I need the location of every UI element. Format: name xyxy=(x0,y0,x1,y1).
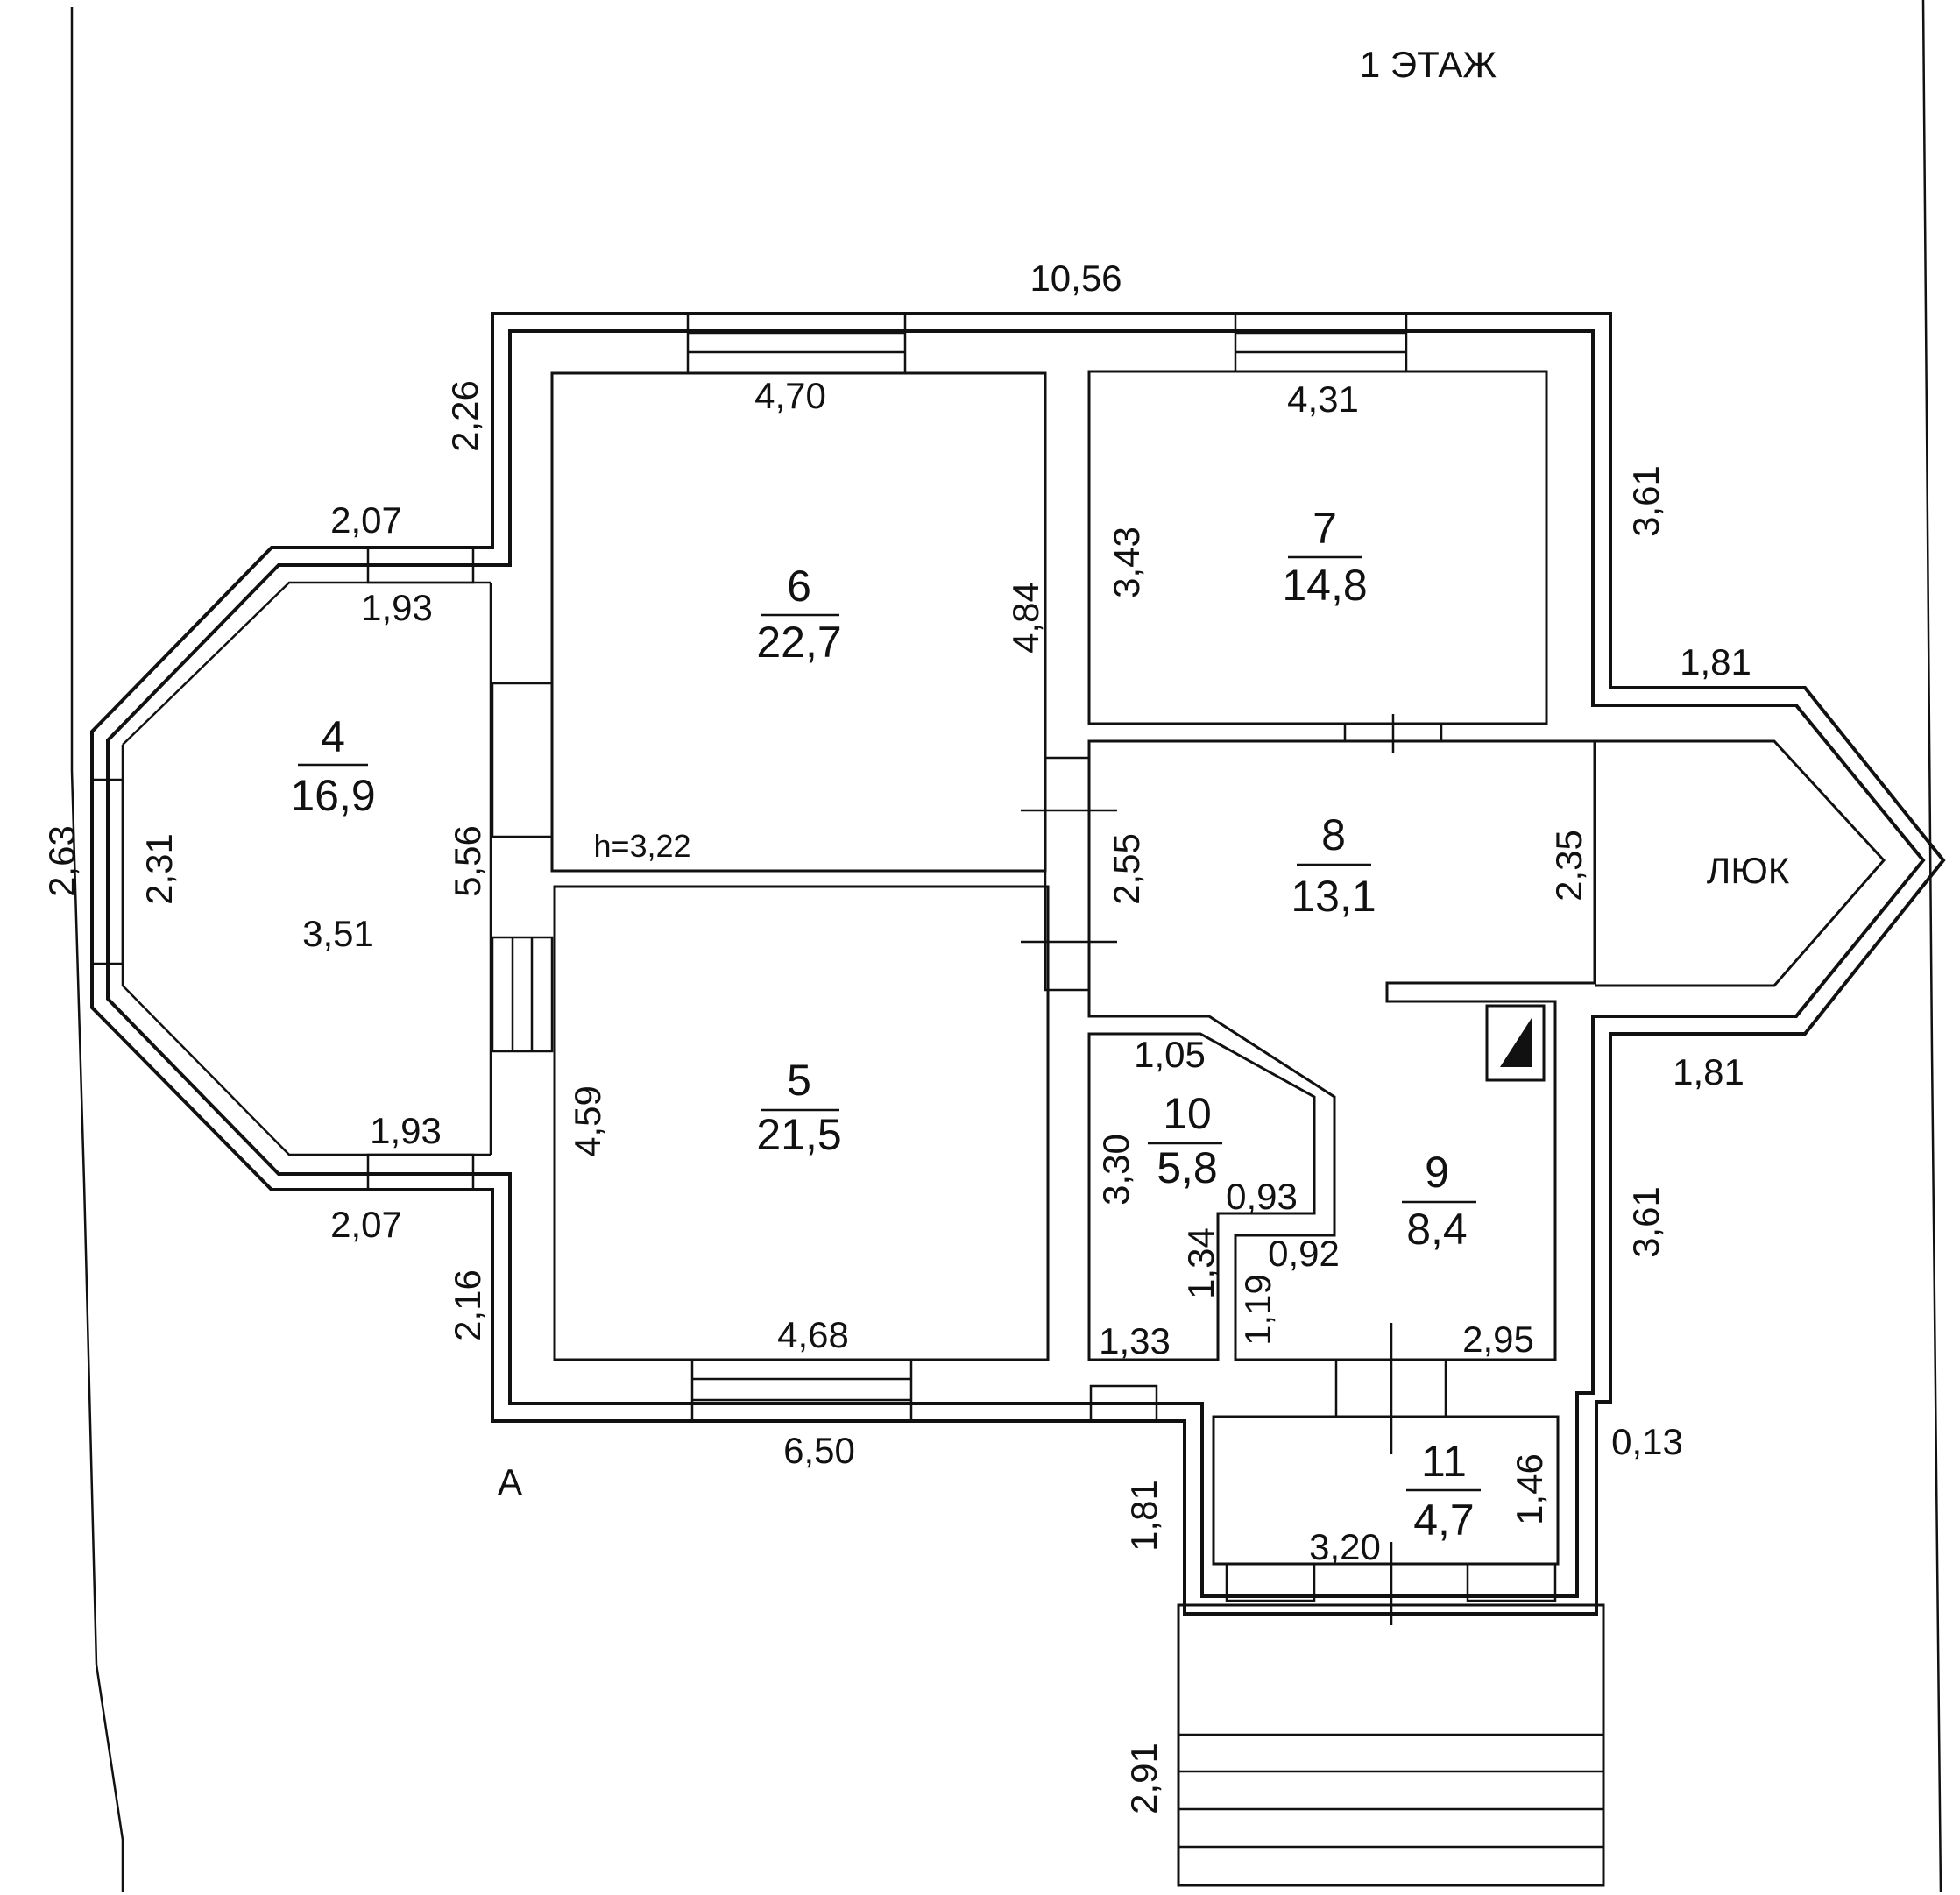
room-7-number: 7 xyxy=(1313,504,1337,553)
room-11-area: 4,7 xyxy=(1413,1495,1475,1545)
room-11-outline xyxy=(1212,1415,1560,1566)
dim-center-wall: 5,56 xyxy=(447,825,488,897)
room-6-area: 22,7 xyxy=(756,618,841,667)
dim-bottom-left: 6,50 xyxy=(783,1430,855,1471)
dim-r10-inner: 1,34 xyxy=(1180,1227,1221,1299)
hatch-outline xyxy=(1595,739,1886,987)
room-6-number: 6 xyxy=(787,562,811,611)
dim-hatch-bottom: 1,81 xyxy=(1673,1051,1744,1092)
dim-r11-bottom: 3,20 xyxy=(1309,1526,1381,1567)
dim-r10-step-b: 0,92 xyxy=(1268,1233,1340,1274)
dim-left-upper: 2,26 xyxy=(444,380,485,452)
dim-r6-top: 4,70 xyxy=(754,375,826,416)
dimension-labels-vertical: 2,26 4,84 3,43 3,61 2,63 2,31 5,56 2,55 … xyxy=(41,380,1666,1814)
dim-r7-left: 3,43 xyxy=(1106,527,1147,598)
dim-bay-top-outer: 2,07 xyxy=(330,499,402,541)
dim-bay-top-inner: 1,93 xyxy=(361,587,433,628)
dim-top-total: 10,56 xyxy=(1030,258,1122,299)
dimension-labels: 10,56 4,70 4,31 2,07 1,93 1,81 3,51 1,81… xyxy=(302,258,1751,1567)
dim-r10-top: 1,05 xyxy=(1134,1034,1206,1075)
dim-r9-left: 1,19 xyxy=(1237,1274,1278,1346)
room-4-number: 4 xyxy=(321,712,345,761)
dim-left-outer: 2,63 xyxy=(41,825,82,897)
room-5-number: 5 xyxy=(787,1056,811,1105)
dim-porch-stairs: 2,91 xyxy=(1123,1743,1164,1814)
floor-title: 1 ЭТАЖ xyxy=(1360,44,1497,85)
dim-bay-bot-outer: 2,07 xyxy=(330,1204,402,1245)
dim-r10-bottom: 1,33 xyxy=(1099,1320,1171,1361)
dim-hatch-top: 1,81 xyxy=(1680,641,1751,682)
room-8-area: 13,1 xyxy=(1291,872,1376,921)
room-labels: 4 16,9 6 22,7 7 14,8 5 21,5 8 13,1 9 8,4… xyxy=(290,504,1789,1545)
dim-bay-left: 2,31 xyxy=(138,833,180,905)
stove xyxy=(1485,1004,1546,1082)
room-11-number: 11 xyxy=(1421,1437,1467,1486)
hatch-label: ЛЮК xyxy=(1707,850,1790,891)
room-9-number: 9 xyxy=(1425,1148,1449,1197)
room-8-number: 8 xyxy=(1321,810,1346,859)
dim-r6-right: 4,84 xyxy=(1005,582,1046,654)
dim-offset: 0,13 xyxy=(1611,1421,1683,1462)
dim-r9-bottom: 2,95 xyxy=(1462,1319,1534,1360)
letter-a: А xyxy=(498,1461,522,1503)
dim-r5-bottom: 4,68 xyxy=(777,1314,849,1355)
dim-r10-step-a: 0,93 xyxy=(1226,1176,1298,1217)
dim-r5-left: 4,59 xyxy=(567,1085,608,1157)
dim-r8-right: 2,35 xyxy=(1548,830,1589,902)
room-10-area: 5,8 xyxy=(1157,1143,1218,1192)
porch-stairs xyxy=(1177,1603,1605,1887)
dim-porch-left: 1,81 xyxy=(1123,1480,1164,1552)
dim-r8-left: 2,55 xyxy=(1106,833,1147,905)
doors xyxy=(491,682,1557,1625)
dim-left-lower: 2,16 xyxy=(447,1269,488,1341)
height-note: h=3,22 xyxy=(593,828,690,864)
dim-r7-top: 4,31 xyxy=(1287,378,1359,420)
room-5-area: 21,5 xyxy=(756,1110,841,1159)
room-10-number: 10 xyxy=(1163,1089,1212,1138)
room-10-outline xyxy=(1087,1032,1316,1361)
plot-boundary xyxy=(70,0,1942,1893)
dim-bay-bot-inner: 1,93 xyxy=(370,1110,442,1151)
room-walls xyxy=(550,370,1886,1566)
room-9-area: 8,4 xyxy=(1406,1205,1468,1254)
dim-right-lower: 3,61 xyxy=(1625,1186,1666,1258)
dim-r10-left: 3,30 xyxy=(1095,1134,1136,1206)
dim-r4-depth: 3,51 xyxy=(302,913,374,954)
windows xyxy=(90,312,1408,1423)
stove-fill xyxy=(1500,1018,1532,1067)
room-7-area: 14,8 xyxy=(1282,561,1367,610)
dim-r11-right: 1,46 xyxy=(1509,1453,1550,1525)
dim-right-upper: 3,61 xyxy=(1625,465,1666,537)
room-4-area: 16,9 xyxy=(290,771,375,820)
